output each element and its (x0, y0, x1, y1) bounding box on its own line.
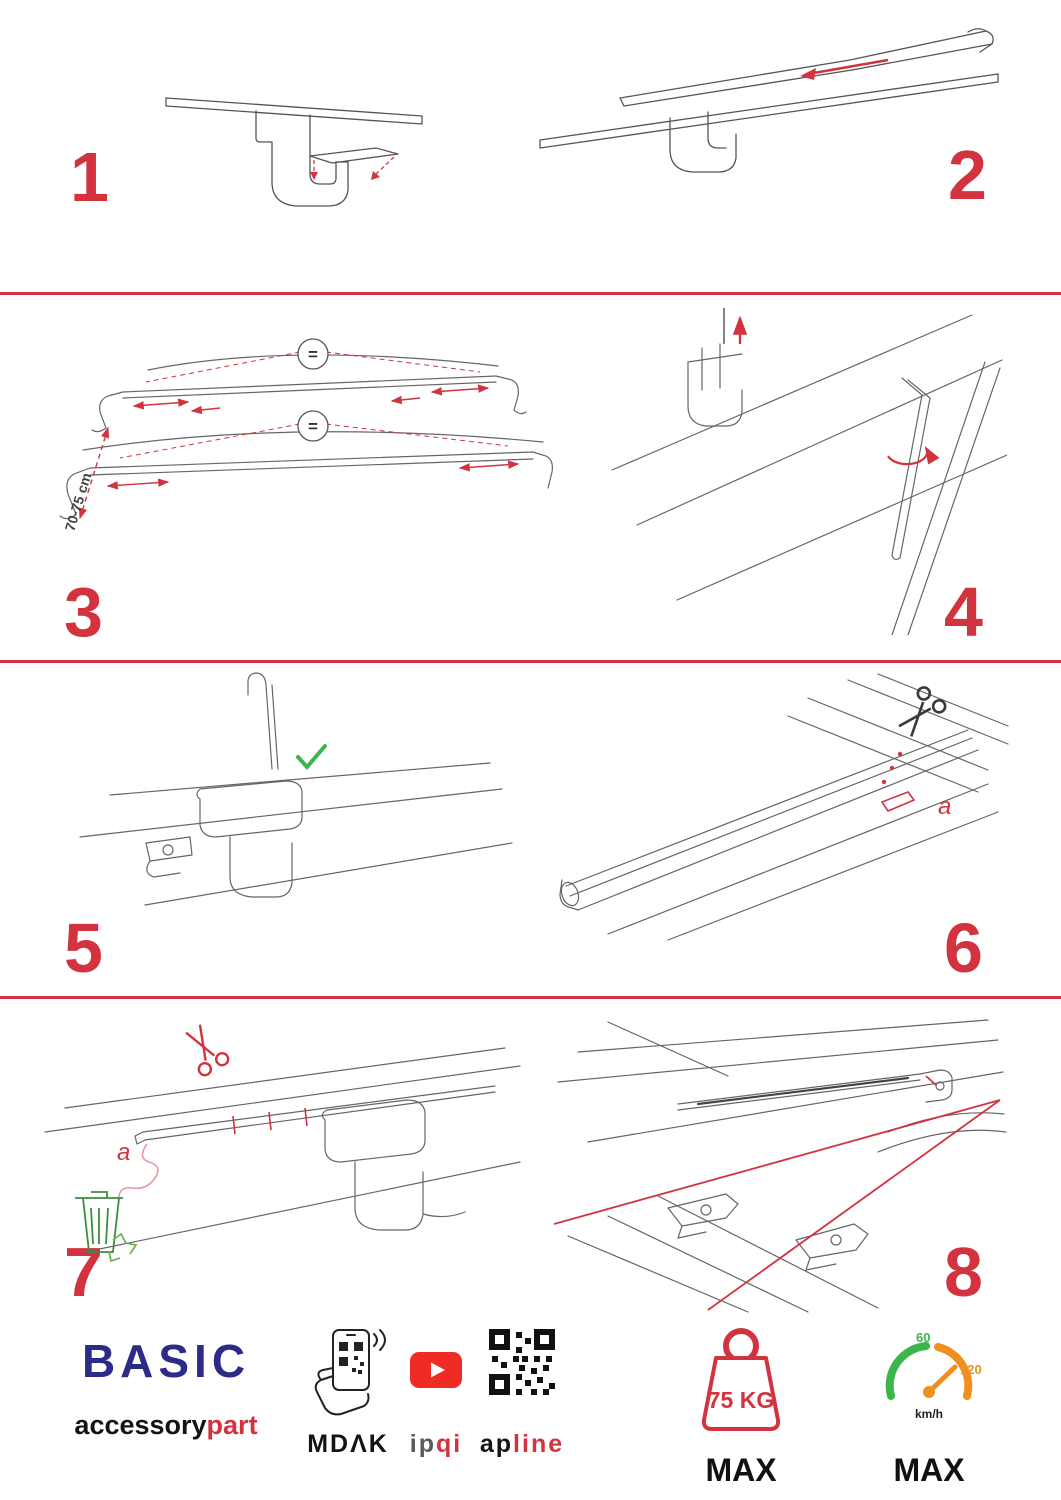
speed-low-tick: 60 (916, 1330, 930, 1345)
speedometer-icon: 60 120 km/h (885, 1330, 982, 1421)
partner-apline-label: apline (479, 1430, 565, 1458)
brand-subtitle: accessorypart (62, 1410, 270, 1441)
brand-block: BASIC accessorypart (62, 1338, 270, 1441)
step-4-number: 4 (944, 573, 983, 651)
qr-code-icon (486, 1326, 558, 1398)
phone-qr-icon (314, 1329, 386, 1416)
discarded-strip (117, 1143, 159, 1203)
speed-max-label: MAX (893, 1452, 965, 1488)
cut-marks (232, 1107, 308, 1135)
brand-word-red: part (206, 1410, 258, 1440)
speed-unit: km/h (915, 1407, 943, 1421)
section-divider (0, 660, 1061, 663)
step-5-number: 5 (64, 909, 103, 987)
section-divider (0, 996, 1061, 999)
step-6-illustration: a (559, 673, 1009, 941)
step-8-number: 8 (944, 1233, 983, 1311)
step-1-illustration (165, 97, 423, 207)
phone-qr-pattern (339, 1342, 364, 1374)
step-3-number: 3 (64, 573, 103, 651)
cut-dots (881, 751, 903, 785)
brand-name: BASIC (81, 1335, 251, 1387)
step-4-illustration (611, 308, 1007, 635)
bar-distance-label: 70-75 cm (62, 471, 95, 533)
strip-label: a (938, 793, 951, 820)
step-6-number: 6 (944, 909, 983, 987)
weight-max-label: MAX (705, 1452, 777, 1488)
trash-bin-icon (75, 1191, 123, 1253)
slide-arrow (807, 58, 889, 76)
step-2-illustration (539, 28, 999, 173)
checkmark-icon (296, 744, 327, 771)
weight-limit-icon: 75 KG (701, 1328, 781, 1431)
strip-end-highlight (880, 791, 916, 812)
step-5-illustration (79, 672, 513, 906)
step-2-number: 2 (948, 136, 987, 214)
section-divider (0, 292, 1061, 295)
weight-value: 75 KG (708, 1387, 774, 1413)
partner-mdak-label: MDΛK (307, 1430, 389, 1458)
rotate-arrow (887, 446, 940, 466)
brand-word-black: accessory (74, 1410, 207, 1440)
step-7-number: 7 (64, 1233, 103, 1311)
strip-label: a (117, 1139, 130, 1166)
alignment-guides (553, 1075, 1001, 1311)
youtube-icon (410, 1352, 462, 1388)
recycle-icon (108, 1232, 138, 1263)
insert-arrows (313, 156, 395, 177)
step-3-illustration: = = 70-75 cm (59, 338, 553, 533)
step-1-number: 1 (70, 138, 109, 216)
scissors-icon (898, 686, 947, 737)
scissors-icon (185, 1024, 230, 1077)
equal-symbol-bottom: = (308, 417, 318, 436)
step-8-illustration (553, 1019, 1007, 1313)
equal-symbol-top: = (308, 345, 318, 364)
partner-ipqi-label: ipqi (409, 1430, 463, 1458)
speed-high-tick: 120 (960, 1362, 982, 1377)
step-7-illustration: a (44, 1024, 521, 1263)
